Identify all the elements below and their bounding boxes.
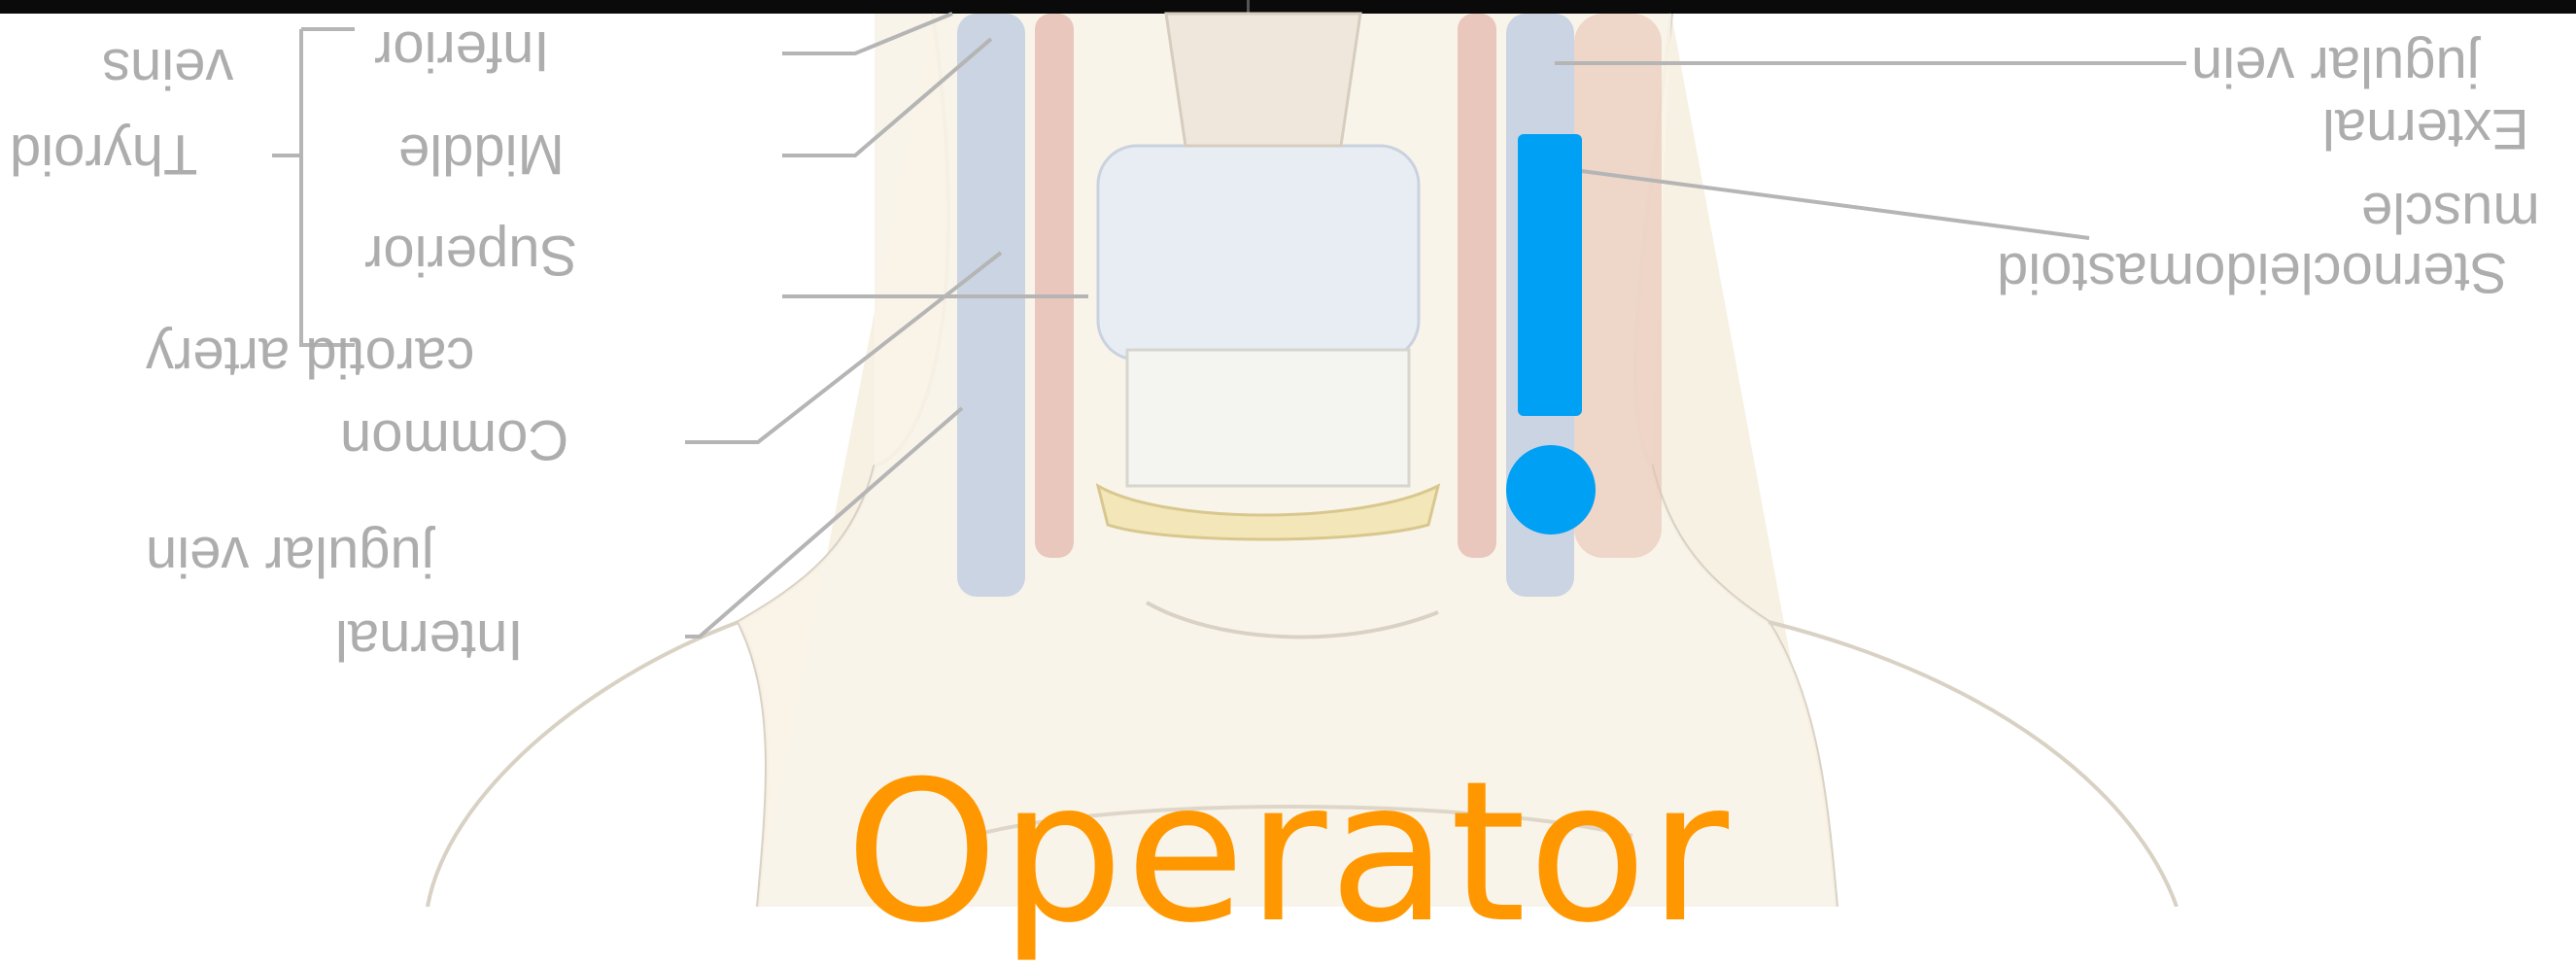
operator-title: Operator xyxy=(0,756,2576,950)
label-veins: veins xyxy=(102,39,233,97)
trachea xyxy=(1127,350,1409,486)
label-middle: Middle xyxy=(398,124,565,183)
label-internal: Internal xyxy=(335,610,523,669)
label-carotid-artery: carotid artery xyxy=(146,328,474,386)
thyroid-gland xyxy=(1098,146,1419,360)
internal-jugular-left xyxy=(957,14,1025,597)
alert-exclamation-icon xyxy=(1506,134,1603,523)
larynx xyxy=(1166,14,1360,146)
exclamation-dot xyxy=(1506,445,1596,535)
label-superior: Superior xyxy=(364,225,577,284)
label-jugular-vein: jugular vein xyxy=(2191,37,2480,95)
label-thyroid: Thyroid xyxy=(10,124,197,183)
label-jugular-vein-internal: jugular vein xyxy=(146,527,434,585)
label-external: External xyxy=(2322,99,2529,157)
carotid-left xyxy=(1035,14,1074,558)
label-sternocleidomastoid: Sternocleidomastoid xyxy=(1997,243,2508,301)
carotid-right xyxy=(1458,14,1496,558)
label-inferior: Inferior xyxy=(374,21,550,80)
label-common: Common xyxy=(340,410,568,468)
exclamation-bar xyxy=(1518,134,1582,416)
label-muscle: muscle xyxy=(2361,183,2540,241)
